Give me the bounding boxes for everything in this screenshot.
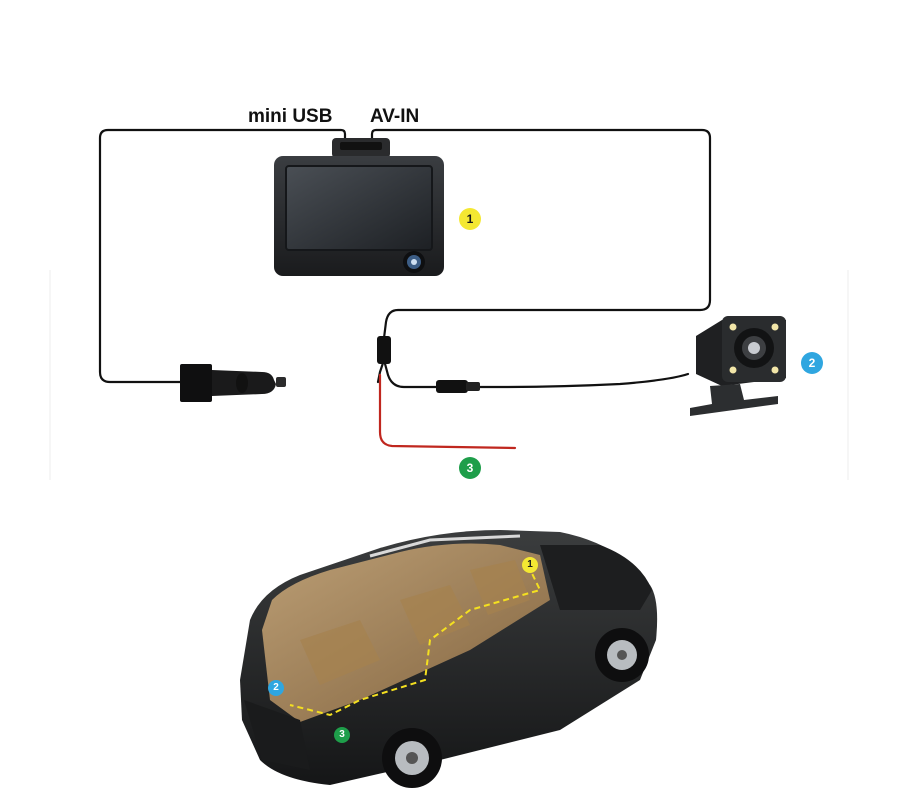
suv-car-icon <box>240 530 658 788</box>
car-badge-power-wire: 3 <box>334 727 350 743</box>
badge-power-wire: 3 <box>459 457 481 479</box>
badge-rear-camera: 2 <box>801 352 823 374</box>
mini-usb-label: mini USB <box>248 106 333 127</box>
av-in-label: AV-IN <box>370 106 420 127</box>
inline-connector <box>377 336 480 393</box>
av-in-cable <box>370 128 712 340</box>
route-path <box>289 564 542 717</box>
usb-power-cable <box>98 128 347 384</box>
car-badge-rear-camera: 2 <box>268 680 284 696</box>
camera-video-cable <box>382 358 442 389</box>
badge-dvr: 1 <box>459 208 481 230</box>
cables <box>98 128 712 389</box>
dash-camera-dvr-icon <box>274 138 444 276</box>
camera-extension-cable <box>468 372 690 389</box>
power-wire <box>378 373 517 450</box>
frame-lines <box>49 270 849 480</box>
car-badge-dvr: 1 <box>522 557 538 573</box>
rear-camera-icon <box>690 316 786 416</box>
car-charger-plug-icon <box>180 364 286 402</box>
